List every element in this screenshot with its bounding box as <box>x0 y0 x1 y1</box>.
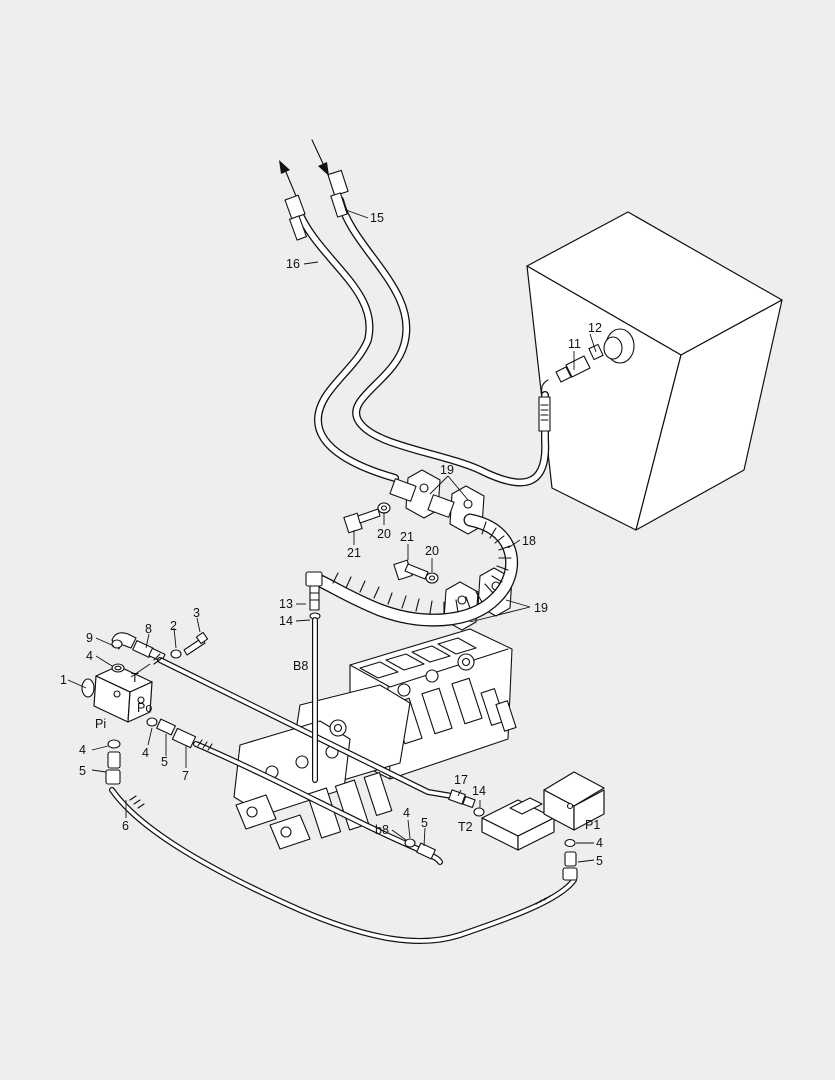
washer-2 <box>170 649 182 659</box>
callout-4-t: 4 <box>86 649 93 663</box>
hose-15 <box>336 196 550 487</box>
callout-20-lower: 20 <box>425 544 439 558</box>
valve-section-p1 <box>543 771 605 831</box>
callout-14-lower: 14 <box>472 784 486 798</box>
callout-14-upper: 14 <box>279 614 293 628</box>
o-ring-4-pi <box>107 739 121 749</box>
o-ring-4-p1 <box>564 838 576 848</box>
port-label-pi: Pi <box>95 717 106 731</box>
hose-15-end-fittings <box>327 169 551 432</box>
hydraulic-tank <box>526 211 783 531</box>
callout-18: 18 <box>522 534 536 548</box>
callout-20-upper: 20 <box>377 527 391 541</box>
callout-labels: 15 16 11 12 19 18 20 21 21 20 19 13 14 B… <box>60 211 603 868</box>
port-label-po: Po <box>137 701 152 715</box>
callout-5-b8: 5 <box>421 816 428 830</box>
bolt-21-lower <box>393 559 429 581</box>
o-ring-14-t2 <box>473 807 485 817</box>
hose-18-spiral-guard <box>311 513 519 627</box>
callout-13: 13 <box>279 597 293 611</box>
adapter-5-b8 <box>416 842 436 860</box>
fitting-17 <box>448 789 476 809</box>
port-label-p1: P1 <box>585 818 600 832</box>
hose-7-fitting <box>171 727 197 749</box>
hose-7 <box>193 739 443 865</box>
valve-section-t2 <box>481 797 555 851</box>
o-ring-4-t-port <box>111 663 125 673</box>
port-label-b8-lower: b8 <box>375 823 389 837</box>
o-ring-4-b8 <box>404 838 416 848</box>
callout-2: 2 <box>170 619 177 633</box>
port-label-t: T <box>131 671 139 685</box>
callout-5-po: 5 <box>161 755 168 769</box>
adapter-5-pi <box>105 751 121 785</box>
callout-8: 8 <box>145 622 152 636</box>
leader-lines <box>67 209 597 863</box>
callout-9: 9 <box>86 631 93 645</box>
callout-1: 1 <box>60 673 67 687</box>
callout-5-p1: 5 <box>596 854 603 868</box>
washer-20-lower <box>425 572 439 584</box>
callout-6: 6 <box>122 819 129 833</box>
bolt-21-upper <box>343 508 381 534</box>
callout-4-pi: 4 <box>79 743 86 757</box>
callout-19-lower: 19 <box>534 601 548 615</box>
washer-20-upper <box>377 502 391 514</box>
port-label-t2: T2 <box>458 820 473 834</box>
flow-arrows <box>279 139 329 197</box>
bolt-3 <box>183 631 209 656</box>
pilot-valve-block-1 <box>81 665 153 723</box>
callout-16: 16 <box>286 257 300 271</box>
hose-16-end-fittings <box>284 194 308 241</box>
adapter-5-p1 <box>562 851 578 881</box>
elbow-fitting-9 <box>111 632 137 650</box>
o-ring-4-po <box>146 717 158 727</box>
callout-17: 17 <box>454 773 468 787</box>
callout-4-b8: 4 <box>403 806 410 820</box>
hose-8 <box>153 653 455 799</box>
callout-19-upper: 19 <box>440 463 454 477</box>
callout-3: 3 <box>193 606 200 620</box>
callout-15: 15 <box>370 211 384 225</box>
callout-4-p1: 4 <box>596 836 603 850</box>
hose-16 <box>294 206 399 482</box>
adapter-5-po <box>156 718 176 736</box>
callout-5-pi: 5 <box>79 764 86 778</box>
control-valve-block <box>233 628 517 850</box>
callout-11: 11 <box>568 337 581 351</box>
callout-21-lower: 21 <box>400 530 414 544</box>
callout-12: 12 <box>588 321 602 335</box>
callout-21-upper: 21 <box>347 546 361 560</box>
callout-4-po: 4 <box>142 746 149 760</box>
swivel-fitting-13 <box>305 571 323 620</box>
port-label-b8: B8 <box>293 659 308 673</box>
callout-7: 7 <box>182 769 189 783</box>
hose-6 <box>109 787 577 945</box>
